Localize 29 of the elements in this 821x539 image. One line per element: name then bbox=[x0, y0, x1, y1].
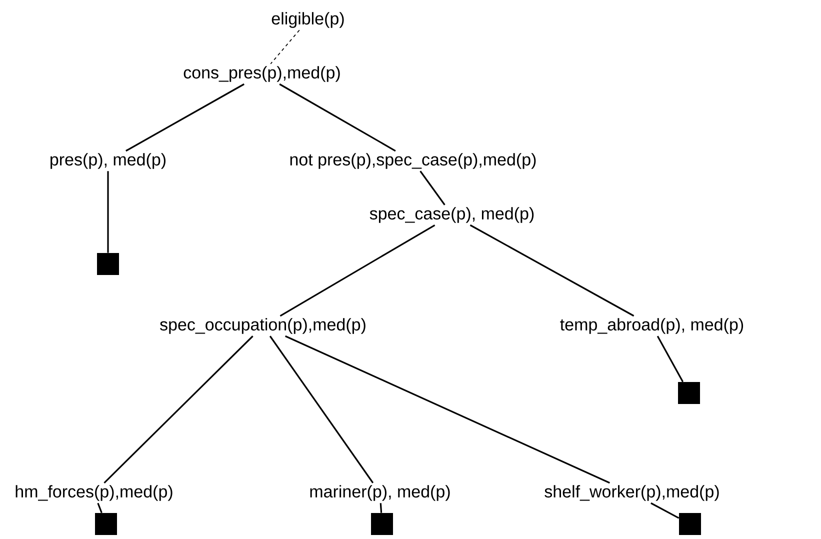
tree-branch bbox=[269, 336, 374, 484]
goal-label: mariner(p), med(p) bbox=[310, 485, 450, 501]
goal-label: hm_forces(p),med(p) bbox=[16, 485, 172, 501]
tree-branch bbox=[279, 83, 396, 152]
leaf-square bbox=[679, 513, 701, 535]
tree-branch bbox=[280, 224, 436, 317]
goal-label: pres(p), med(p) bbox=[50, 153, 166, 169]
tree-branch bbox=[107, 171, 109, 253]
tree-branch bbox=[420, 170, 446, 206]
goal-label: shelf_worker(p),med(p) bbox=[544, 485, 719, 501]
tree-branch bbox=[380, 503, 382, 513]
leaf-square bbox=[371, 513, 393, 535]
goal-label: cons_pres(p),med(p) bbox=[184, 66, 340, 82]
tree-branch bbox=[104, 336, 254, 484]
goal-label: not pres(p),spec_case(p),med(p) bbox=[290, 153, 536, 169]
tree-branch bbox=[97, 502, 102, 514]
goal-label: eligible(p) bbox=[272, 12, 344, 28]
tree-branch bbox=[656, 336, 684, 382]
tree-branch bbox=[285, 335, 610, 484]
tree-branch bbox=[650, 502, 680, 519]
goal-label: spec_case(p), med(p) bbox=[370, 207, 534, 223]
tree-branch bbox=[470, 224, 634, 317]
leaf-square bbox=[678, 382, 700, 404]
dashed-line bbox=[270, 30, 300, 64]
goal-label: temp_abroad(p), med(p) bbox=[560, 318, 744, 334]
tree-branch bbox=[126, 83, 244, 152]
goal-label: spec_occupation(p),med(p) bbox=[160, 318, 366, 334]
leaf-square bbox=[97, 253, 119, 275]
leaf-square bbox=[95, 513, 117, 535]
